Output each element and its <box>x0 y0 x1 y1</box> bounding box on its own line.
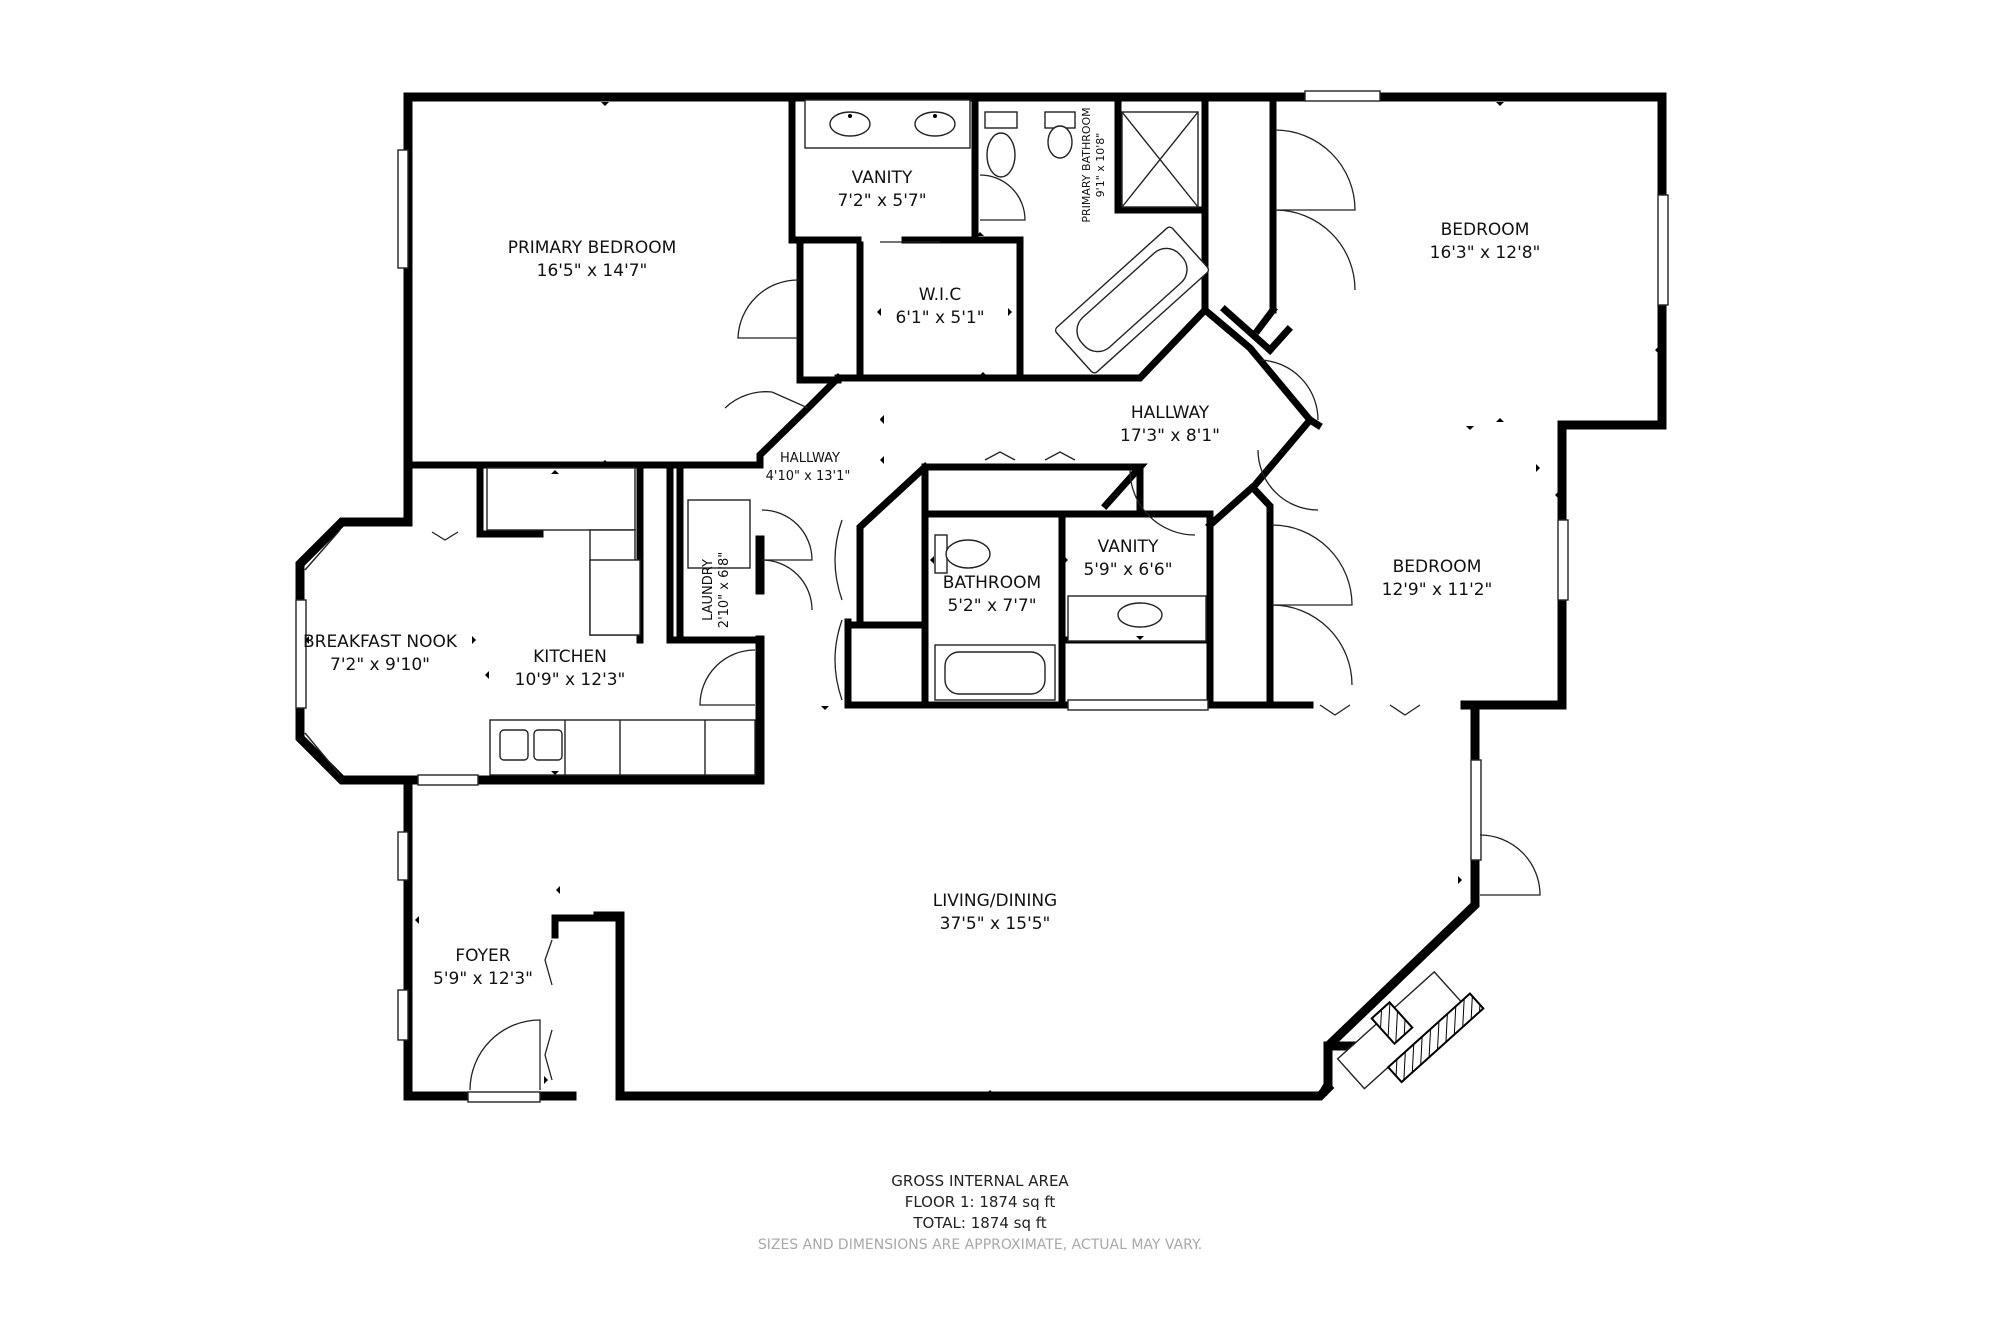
breakfast-nook-name: BREAKFAST NOOK <box>303 632 458 652</box>
bedroom-right-name: BEDROOM <box>1393 557 1482 577</box>
bathroom-name: BATHROOM <box>943 573 1041 593</box>
primary-bathroom-dims: 9'1" x 10'8" <box>1094 133 1107 198</box>
breakfast-nook-dims: 7'2" x 9'10" <box>330 655 430 675</box>
foyer-name: FOYER <box>455 946 510 966</box>
vanity-primary-name: VANITY <box>852 168 913 188</box>
vanity-primary-dims: 7'2" x 5'7" <box>837 191 926 211</box>
interior-walls <box>404 93 1323 1100</box>
summary-floor1: FLOOR 1: 1874 sq ft <box>905 1193 1056 1211</box>
foyer-dims: 5'9" x 12'3" <box>433 969 533 989</box>
summary-disclaimer: SIZES AND DIMENSIONS ARE APPROXIMATE, AC… <box>758 1237 1202 1253</box>
fixtures <box>486 99 1485 1090</box>
vanity-hall-dims: 5'9" x 6'6" <box>1083 560 1172 580</box>
laundry-name: LAUNDRY <box>701 559 716 621</box>
kitchen-dims: 10'9" x 12'3" <box>515 670 626 690</box>
primary-bathroom-name: PRIMARY BATHROOM <box>1080 107 1093 222</box>
living-dining-name: LIVING/DINING <box>933 891 1057 911</box>
primary-bedroom-name: PRIMARY BEDROOM <box>508 238 677 258</box>
windows <box>295 90 1669 1103</box>
wic-name: W.I.C <box>919 285 962 305</box>
dimension-ticks <box>305 102 1659 1094</box>
bedroom-right-dims: 12'9" x 11'2" <box>1382 580 1493 600</box>
hallway-main-dims: 17'3" x 8'1" <box>1120 426 1220 446</box>
hallway-main-name: HALLWAY <box>1131 403 1210 423</box>
primary-bedroom-dims: 16'5" x 14'7" <box>537 261 648 281</box>
summary-title: GROSS INTERNAL AREA <box>891 1172 1069 1190</box>
hallway-small-dims: 4'10" x 13'1" <box>766 469 851 484</box>
bedroom-top-dims: 16'3" x 12'8" <box>1430 243 1541 263</box>
summary-total: TOTAL: 1874 sq ft <box>912 1214 1046 1232</box>
bathroom-dims: 5'2" x 7'7" <box>947 596 1036 616</box>
bedroom-top-name: BEDROOM <box>1441 220 1530 240</box>
wic-dims: 6'1" x 5'1" <box>895 308 984 328</box>
vanity-hall-name: VANITY <box>1098 537 1159 557</box>
doors <box>431 129 1541 1091</box>
area-summary: GROSS INTERNAL AREA FLOOR 1: 1874 sq ft … <box>758 1172 1202 1253</box>
kitchen-name: KITCHEN <box>533 647 607 667</box>
hallway-small-name: HALLWAY <box>780 451 840 466</box>
living-dining-dims: 37'5" x 15'5" <box>940 914 1051 934</box>
laundry-dims: 2'10" x 6'8" <box>717 552 732 628</box>
room-labels: PRIMARY BEDROOM 16'5" x 14'7" VANITY 7'2… <box>303 107 1540 989</box>
